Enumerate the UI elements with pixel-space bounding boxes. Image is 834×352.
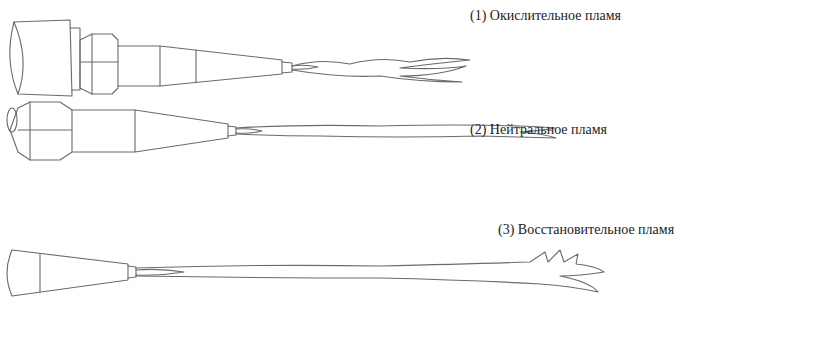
nut-edge bbox=[80, 61, 118, 62]
nozzle-tip bbox=[228, 126, 236, 136]
nut-edge bbox=[29, 102, 30, 160]
flame-cone bbox=[292, 65, 318, 69]
cone-edge bbox=[39, 254, 40, 292]
sleeve bbox=[72, 110, 135, 152]
flame bbox=[136, 250, 604, 292]
flame-label: (1) Окислительное пламя bbox=[470, 8, 621, 25]
nozzle-tip bbox=[128, 266, 136, 278]
nozzle-tip bbox=[282, 62, 292, 73]
flame-cone bbox=[236, 129, 262, 134]
flame bbox=[292, 58, 470, 82]
sleeve bbox=[118, 46, 160, 86]
knob bbox=[7, 108, 17, 132]
cap bbox=[10, 20, 72, 96]
nut-edge bbox=[18, 129, 72, 130]
collar bbox=[70, 28, 80, 90]
torch-3 bbox=[7, 250, 604, 296]
nut-edge bbox=[91, 34, 92, 94]
flame-cone bbox=[136, 269, 184, 275]
nozzle-cone bbox=[7, 250, 128, 296]
cap-face bbox=[14, 22, 23, 94]
flame-label: (3) Восстановительное пламя bbox=[498, 222, 674, 239]
nozzle-cone bbox=[135, 110, 228, 152]
flame-label: (2) Нейтральное пламя bbox=[470, 122, 607, 139]
hex-nut bbox=[10, 102, 72, 160]
torch-1 bbox=[10, 20, 470, 96]
nozzle-cone bbox=[160, 46, 282, 86]
cone-edge bbox=[195, 50, 196, 82]
hex-nut bbox=[80, 34, 118, 94]
